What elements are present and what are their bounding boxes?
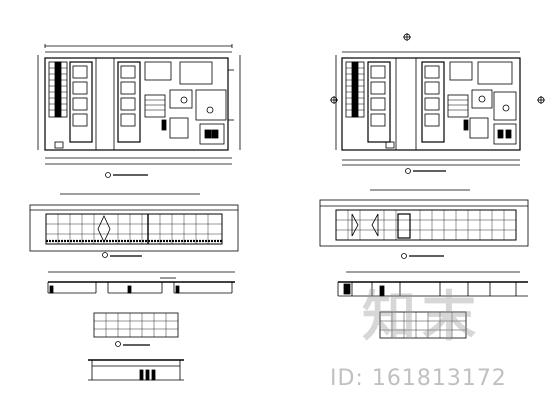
left-elevation-1 bbox=[29, 193, 239, 252]
watermark-id: ID: 161813172 bbox=[330, 366, 507, 391]
left-floor-plan bbox=[37, 44, 241, 165]
left-section bbox=[88, 359, 184, 381]
right-elevation-1 bbox=[319, 189, 529, 247]
right-detail-grid bbox=[379, 311, 467, 339]
right-floor-plan bbox=[330, 33, 545, 166]
left-elevation-1-caption bbox=[102, 252, 142, 258]
left-detail-grid bbox=[93, 312, 179, 338]
right-plan-caption bbox=[405, 168, 446, 174]
left-elevation-2 bbox=[47, 271, 235, 294]
right-elevation-1-caption bbox=[401, 253, 444, 259]
left-plan-caption bbox=[105, 172, 148, 178]
watermark-logo: 知末 bbox=[362, 285, 482, 348]
left-detail-grid-caption bbox=[115, 341, 150, 347]
right-elevation-2 bbox=[337, 271, 528, 297]
